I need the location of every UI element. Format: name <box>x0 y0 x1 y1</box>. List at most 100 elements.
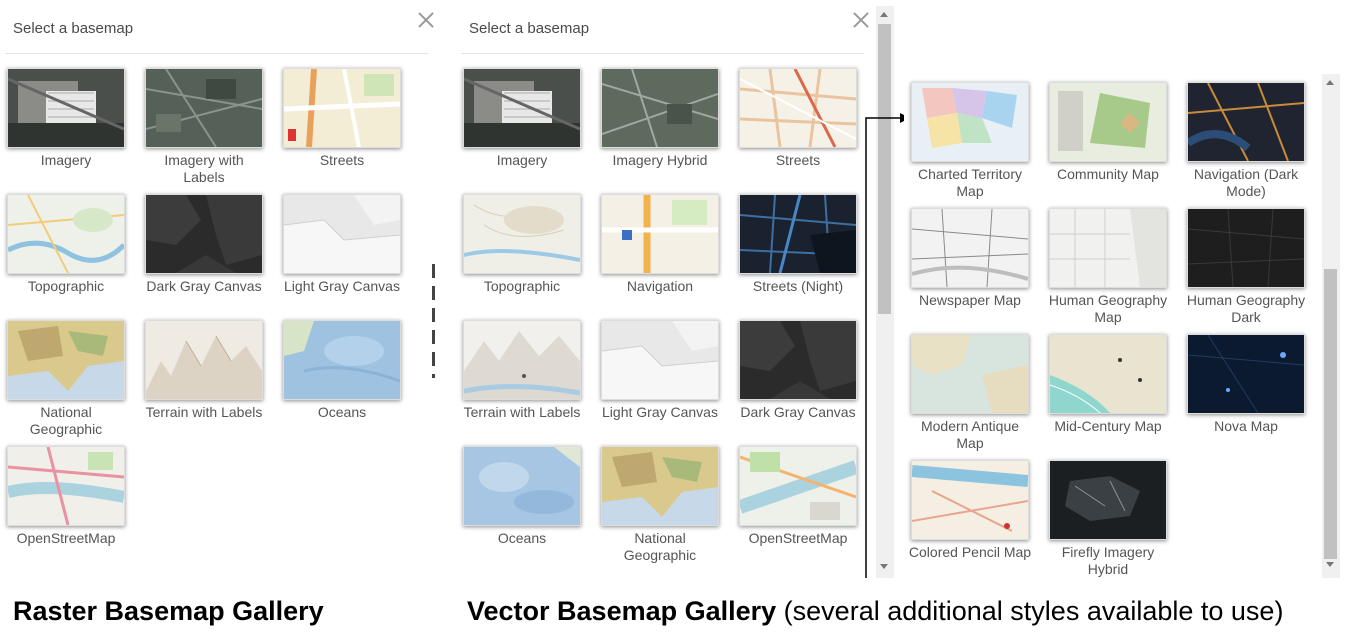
basemap-tile-label: Topographic <box>27 278 105 294</box>
basemap-thumbnail <box>739 446 857 526</box>
basemap-tile[interactable]: Topographic <box>4 194 128 295</box>
basemap-thumbnail <box>463 446 581 526</box>
basemap-tile-label: Oceans <box>497 530 547 546</box>
basemap-thumbnail <box>739 194 857 274</box>
basemap-tile[interactable]: National Geographic <box>598 446 722 564</box>
basemap-tile-label: Terrain with Labels <box>463 404 581 420</box>
basemap-thumbnail <box>911 82 1029 162</box>
basemap-thumbnail <box>601 320 719 400</box>
raster-caption-text: Raster Basemap Gallery <box>13 596 324 626</box>
basemap-thumbnail <box>463 68 581 148</box>
raster-basemap-panel: Select a basemap Imagery Imagery with Lab… <box>0 0 435 590</box>
basemap-tile-label: National Geographic <box>29 404 103 437</box>
basemap-tile-label: Dark Gray Canvas <box>740 404 856 420</box>
basemap-tile[interactable]: Topographic <box>460 194 584 295</box>
basemap-tile[interactable]: Firefly Imagery Hybrid <box>1046 460 1170 578</box>
basemap-thumbnail <box>145 194 263 274</box>
basemap-tile[interactable]: Imagery <box>460 68 584 169</box>
basemap-thumbnail <box>1187 82 1305 162</box>
basemap-tile-label: Human Geography Map <box>1048 292 1168 325</box>
basemap-tile[interactable]: Streets (Night) <box>736 194 860 295</box>
basemap-tile-label: National Geographic <box>623 530 697 563</box>
basemap-thumbnail <box>7 446 125 526</box>
basemap-tile[interactable]: Dark Gray Canvas <box>736 320 860 421</box>
basemap-tile-label: Modern Antique Map <box>920 418 1020 451</box>
basemap-tile[interactable]: Light Gray Canvas <box>280 194 404 295</box>
scroll-down-icon[interactable] <box>1326 562 1334 567</box>
basemap-tile-label: Mid-Century Map <box>1054 418 1162 434</box>
basemap-tile[interactable]: Modern Antique Map <box>908 334 1032 452</box>
basemap-thumbnail <box>601 446 719 526</box>
basemap-thumbnail <box>463 194 581 274</box>
vector-caption-note: (several additional styles available to … <box>776 596 1284 626</box>
basemap-tile[interactable]: Imagery Hybrid <box>598 68 722 169</box>
styles-scrollbar[interactable] <box>1322 74 1340 578</box>
basemap-tile-label: Navigation (Dark Mode) <box>1193 166 1299 199</box>
raster-panel-title: Select a basemap <box>13 20 134 37</box>
basemap-tile[interactable]: Light Gray Canvas <box>598 320 722 421</box>
basemap-thumbnail <box>601 194 719 274</box>
basemap-thumbnail <box>145 68 263 148</box>
basemap-tile[interactable]: Newspaper Map <box>908 208 1032 309</box>
basemap-tile-label: Streets <box>775 152 821 168</box>
basemap-tile-label: Light Gray Canvas <box>602 404 718 420</box>
basemap-tile-label: Streets <box>319 152 365 168</box>
basemap-tile-label: Nova Map <box>1214 418 1278 434</box>
basemap-tile[interactable]: Oceans <box>280 320 404 421</box>
scroll-up-icon[interactable] <box>1326 80 1334 85</box>
basemap-thumbnail <box>283 194 401 274</box>
basemap-thumbnail <box>145 320 263 400</box>
styles-scroll-thumb[interactable] <box>1324 269 1337 559</box>
close-icon[interactable] <box>417 11 435 29</box>
basemap-thumbnail <box>1049 82 1167 162</box>
basemap-tile-label: Streets (Night) <box>752 278 844 294</box>
basemap-tile[interactable]: OpenStreetMap <box>736 446 860 547</box>
basemap-tile[interactable]: Mid-Century Map <box>1046 334 1170 435</box>
basemap-tile[interactable]: Navigation <box>598 194 722 295</box>
basemap-tile[interactable]: Colored Pencil Map <box>908 460 1032 561</box>
vector-caption-bold: Vector Basemap Gallery <box>467 596 777 626</box>
basemap-tile-label: Light Gray Canvas <box>284 278 400 294</box>
basemap-tile[interactable]: Dark Gray Canvas <box>142 194 266 295</box>
basemap-tile[interactable]: Terrain with Labels <box>142 320 266 421</box>
basemap-tile[interactable]: Human Geography Dark <box>1184 208 1308 326</box>
basemap-tile[interactable]: Imagery with Labels <box>142 68 266 186</box>
basemap-thumbnail <box>7 68 125 148</box>
basemap-tile-label: OpenStreetMap <box>748 530 848 546</box>
basemap-thumbnail <box>1187 208 1305 288</box>
basemap-tile[interactable]: Imagery <box>4 68 128 169</box>
basemap-tile[interactable]: OpenStreetMap <box>4 446 128 547</box>
basemap-tile[interactable]: Charted Territory Map <box>908 82 1032 200</box>
basemap-tile-label: Navigation <box>626 278 694 294</box>
basemap-tile[interactable]: Human Geography Map <box>1046 208 1170 326</box>
basemap-thumbnail <box>7 320 125 400</box>
basemap-tile-label: Imagery Hybrid <box>612 152 708 168</box>
basemap-tile[interactable]: Streets <box>280 68 404 169</box>
basemap-tile[interactable]: Oceans <box>460 446 584 547</box>
basemap-tile-label: Community Map <box>1057 166 1159 182</box>
vector-scroll-thumb[interactable] <box>878 24 891 314</box>
close-icon[interactable] <box>852 11 870 29</box>
raster-gallery-caption: Raster Basemap Gallery <box>13 596 324 627</box>
basemap-tile[interactable]: Nova Map <box>1184 334 1308 435</box>
basemap-thumbnail <box>1049 208 1167 288</box>
basemap-thumbnail <box>911 334 1029 414</box>
basemap-tile[interactable]: Navigation (Dark Mode) <box>1184 82 1308 200</box>
basemap-tile[interactable]: National Geographic <box>4 320 128 438</box>
basemap-tile[interactable]: Community Map <box>1046 82 1170 183</box>
basemap-tile-label: Imagery <box>496 152 548 168</box>
basemap-tile[interactable]: Terrain with Labels <box>460 320 584 421</box>
scroll-up-icon[interactable] <box>880 12 888 17</box>
vector-panel-title: Select a basemap <box>469 20 590 37</box>
basemap-tile[interactable]: Streets <box>736 68 860 169</box>
basemap-tile-label: Human Geography Dark <box>1186 292 1306 325</box>
vector-scrollbar[interactable] <box>876 6 894 578</box>
basemap-tile-label: Newspaper Map <box>919 292 1021 308</box>
basemap-tile-label: Imagery with Labels <box>164 152 244 185</box>
basemap-tile-label: Imagery <box>40 152 92 168</box>
basemap-tile-label: Firefly Imagery Hybrid <box>1061 544 1155 577</box>
scroll-down-icon[interactable] <box>880 564 888 569</box>
basemap-tile-label: Topographic <box>483 278 561 294</box>
